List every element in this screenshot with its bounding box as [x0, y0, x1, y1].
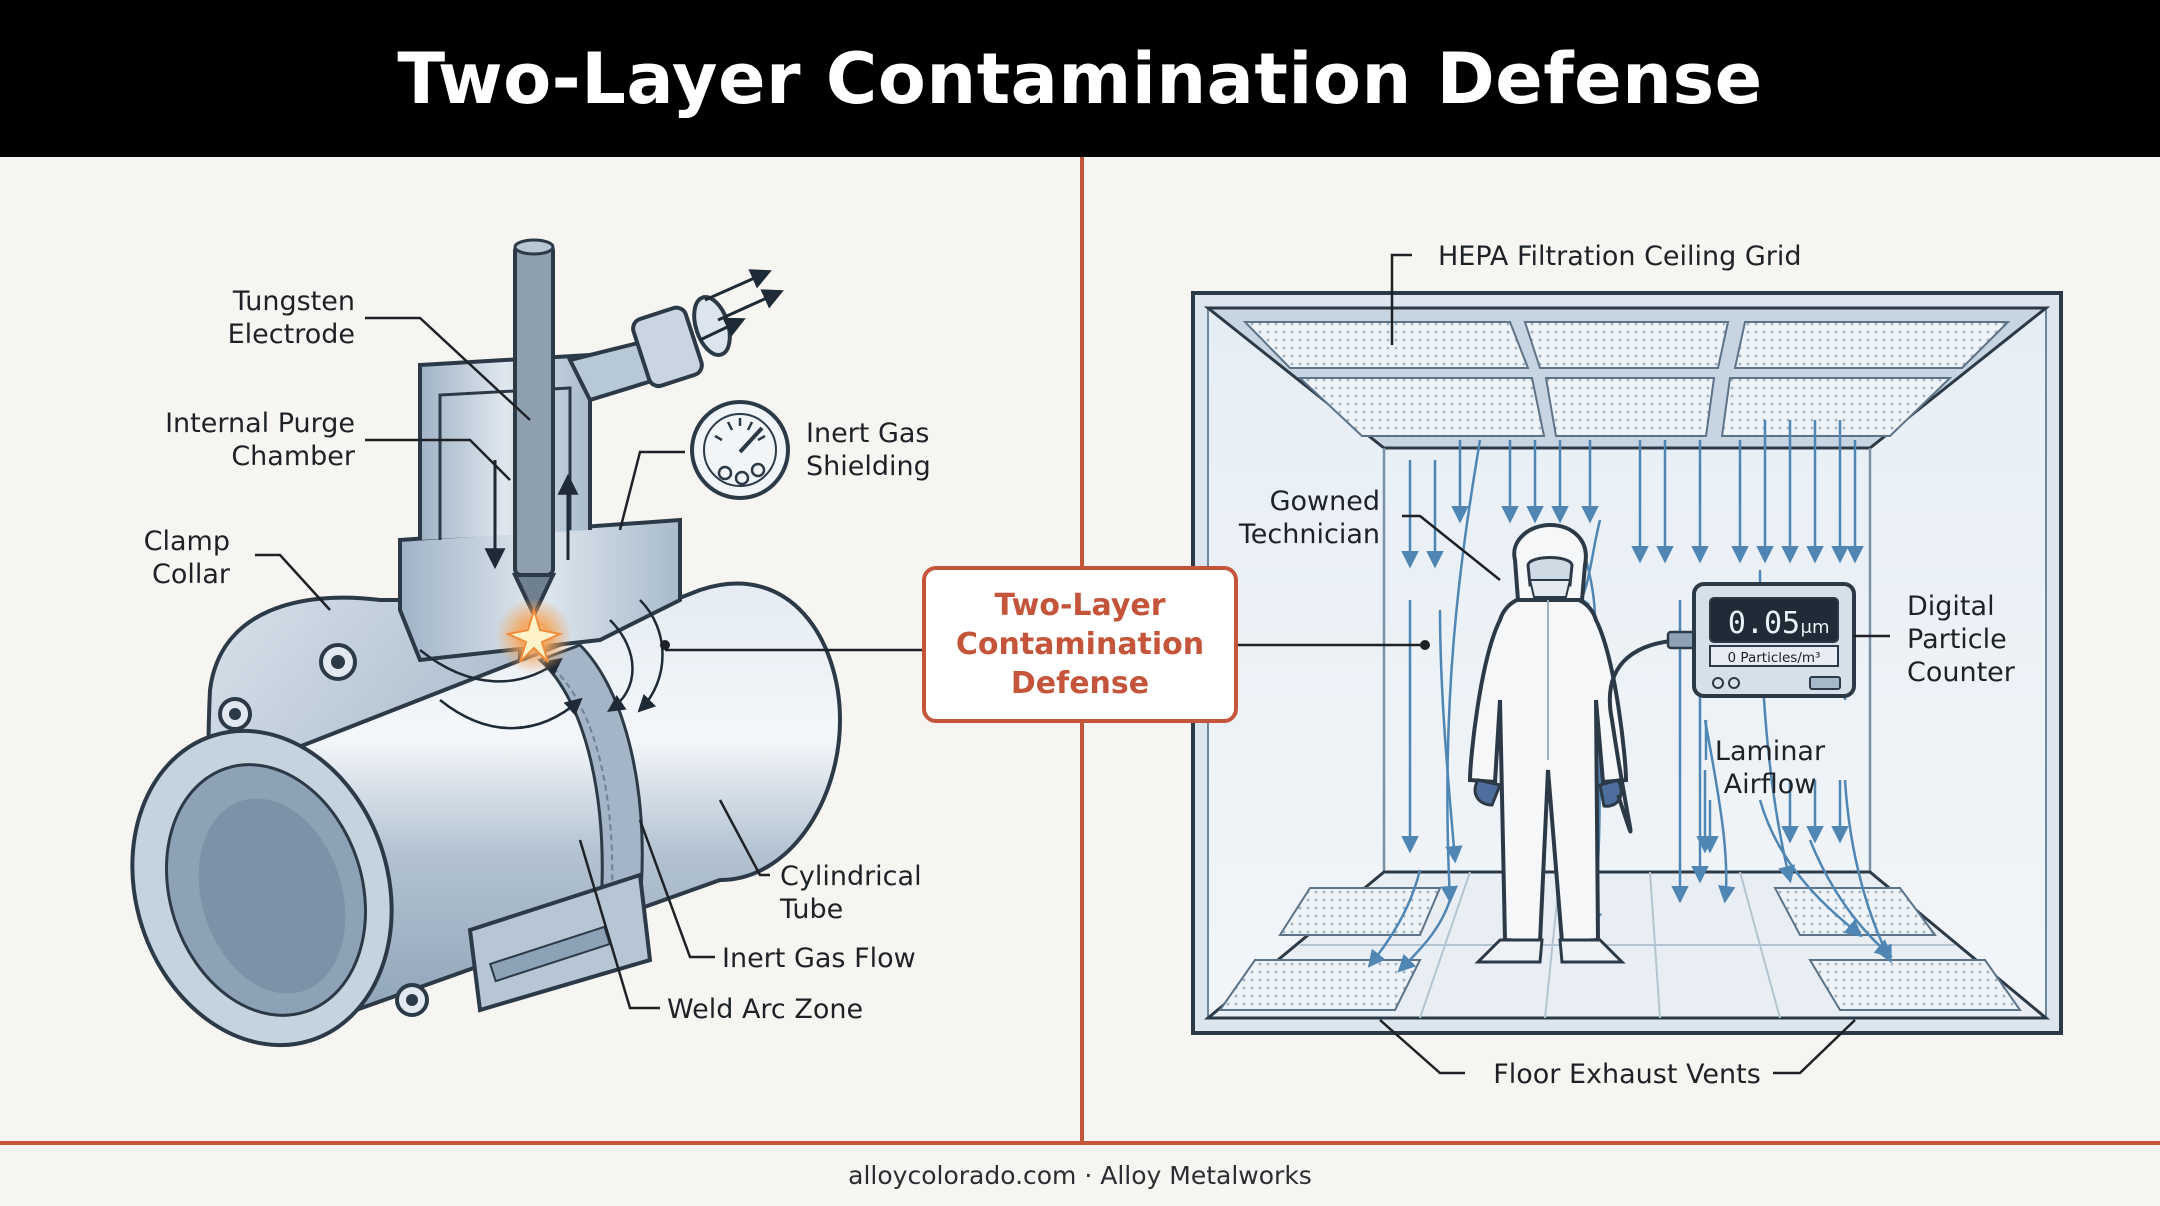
title-bar: Two-Layer Contamination Defense	[0, 0, 2160, 157]
label-weld-arc-zone: Weld Arc Zone	[667, 994, 863, 1025]
center-callout: Two-Layer Contamination Defense	[922, 566, 1238, 723]
floor-vent-right-2	[1773, 887, 1937, 936]
digital-particle-counter: 0.05 μm 0 Particles/m³	[1692, 582, 1856, 698]
footer-credit: alloycolorado.com · Alloy Metalworks	[848, 1161, 1312, 1190]
collar-bolts	[218, 643, 429, 1017]
footer-divider	[0, 1141, 2160, 1145]
label-inert-gas-flow: Inert Gas Flow	[722, 943, 916, 974]
counter-reading: 0.05	[1728, 606, 1800, 641]
page-title: Two-Layer Contamination Defense	[397, 37, 1763, 120]
label-laminar-airflow-2: Airflow	[1724, 769, 1817, 800]
label-clamp-collar-2: Collar	[152, 559, 231, 590]
welding-apparatus	[130, 238, 843, 1048]
label-cylindrical-tube-2: Tube	[779, 894, 843, 925]
pressure-gauge-icon	[690, 400, 790, 500]
label-gowned-technician-1: Gowned	[1270, 486, 1380, 517]
label-inert-gas-shielding-2: Shielding	[806, 451, 931, 482]
right-leader-lines	[1238, 253, 1890, 1075]
label-clamp-collar-1: Clamp	[144, 526, 230, 557]
label-digital-counter-2: Particle	[1907, 624, 2007, 655]
label-internal-purge-1: Internal Purge	[165, 408, 355, 439]
label-gowned-technician-2: Technician	[1238, 519, 1380, 550]
label-inert-gas-shielding-1: Inert Gas	[806, 418, 930, 449]
counter-cable	[1608, 638, 1691, 834]
label-tungsten-electrode-2: Electrode	[228, 319, 355, 350]
label-digital-counter-3: Counter	[1907, 657, 2016, 688]
purge-flow-arrows	[419, 460, 664, 730]
left-leader-lines	[255, 316, 922, 1010]
label-cylindrical-tube-1: Cylindrical	[780, 861, 922, 892]
label-tungsten-electrode-1: Tungsten	[232, 286, 355, 317]
floor-vent-right	[1808, 959, 2022, 1011]
label-digital-counter-1: Digital	[1907, 591, 1995, 622]
tube-opening-shadow	[198, 798, 346, 994]
label-laminar-airflow-1: Laminar	[1715, 736, 1826, 767]
center-callout-label: Two-Layer Contamination Defense	[955, 588, 1205, 701]
label-internal-purge-2: Chamber	[231, 441, 356, 472]
label-floor-exhaust: Floor Exhaust Vents	[1493, 1059, 1761, 1090]
counter-particles: 0 Particles/m³	[1728, 650, 1821, 666]
floor-vent-left	[1218, 959, 1422, 1011]
label-hepa-grid: HEPA Filtration Ceiling Grid	[1438, 241, 1802, 272]
gowned-technician	[1467, 522, 1629, 964]
counter-unit: μm	[1801, 617, 1830, 638]
footer: alloycolorado.com · Alloy Metalworks	[0, 1145, 2160, 1206]
